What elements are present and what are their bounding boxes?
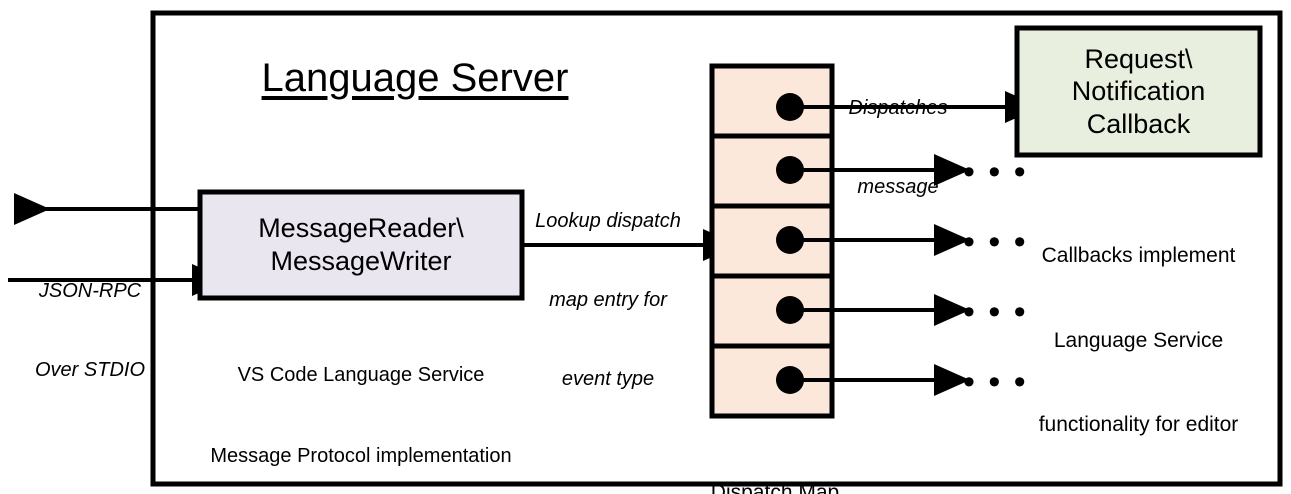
ellipsis-icon: • • • (963, 153, 1028, 191)
callback-box-caption: Callbacks implement Language Service fun… (1007, 186, 1270, 494)
ellipsis-icon: • • • (963, 293, 1028, 331)
message-reader-writer-box[interactable] (197, 189, 525, 301)
message-reader-writer-label: MessageReader\ MessageWriter (200, 192, 522, 298)
dispatch-map-table[interactable] (709, 63, 835, 419)
callback-caption-line-2: Language Service (1053, 328, 1224, 352)
request-notification-callback-box[interactable] (1014, 25, 1263, 158)
lookup-line-1: Lookup dispatch (535, 209, 681, 232)
lookup-line-2: map entry for (549, 288, 667, 311)
dispatch-map-caption: Dispatch Map (event_type, callback) (630, 423, 920, 494)
ellipsis-icon: • • • (963, 363, 1028, 401)
json-rpc-line-2: Over STDIO (34, 358, 145, 381)
callback-box-label: Request\ Notification Callback (1017, 28, 1260, 155)
message-writer-line: MessageWriter (270, 246, 452, 276)
dispatches-message-label: Dispatches message (828, 42, 968, 253)
callback-line-3: Callback (1086, 108, 1191, 139)
callback-line-2: Notification (1071, 76, 1206, 107)
callback-caption-line-1: Callbacks implement (1041, 244, 1236, 268)
dispatch-map-caption-line-1: Dispatch Map (710, 480, 840, 494)
ellipsis-icon: • • • (963, 223, 1028, 261)
json-rpc-channel-label: JSON-RPC Over STDIO (10, 225, 170, 436)
json-rpc-line-1: JSON-RPC (38, 279, 142, 302)
lookup-dispatch-label: Lookup dispatch map entry for event type (513, 155, 703, 445)
callback-caption-line-3: functionality for editor (1038, 413, 1239, 436)
lookup-line-3: event type (561, 368, 655, 391)
dispatch-map-row[interactable] (709, 63, 835, 139)
dispatches-line-1: Dispatches (848, 96, 948, 119)
message-box-caption: VS Code Language Service Message Protoco… (200, 308, 522, 494)
message-reader-line: MessageReader\ (258, 213, 464, 244)
message-box-caption-line-2: Message Protocol implementation (210, 445, 512, 467)
callback-line-1: Request\ (1084, 43, 1193, 74)
message-box-caption-line-1: VS Code Language Service (237, 364, 485, 386)
language-server-boundary (150, 10, 1283, 487)
dispatches-line-2: message (857, 175, 939, 198)
page-title: Language Server (261, 56, 569, 100)
